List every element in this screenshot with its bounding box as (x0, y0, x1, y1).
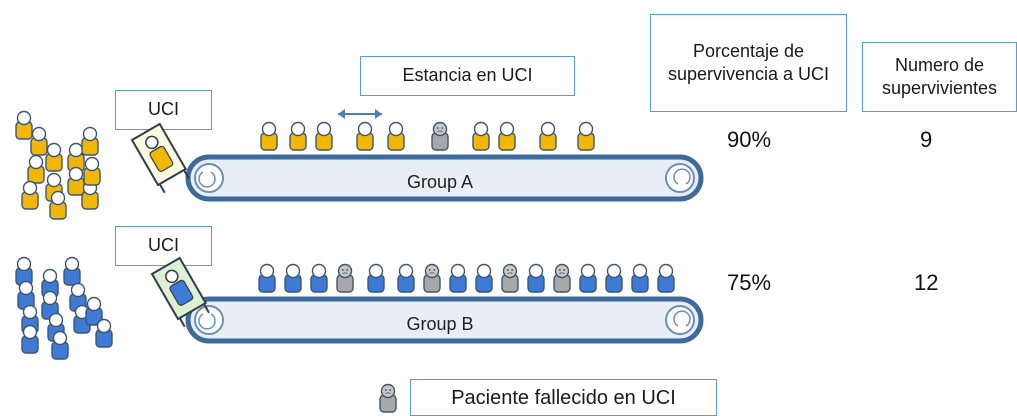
waiting-patient-b-icon (63, 256, 81, 286)
belt-b-patient-icon (527, 263, 545, 293)
waiting-patient-a-icon (27, 154, 45, 184)
waiting-patient-a-icon (45, 142, 63, 172)
belt-a-patient-icon (577, 121, 595, 151)
belt-a-patient-icon (315, 121, 333, 151)
stay-arrow (338, 109, 382, 119)
waiting-patient-a-icon (49, 190, 67, 220)
belt-b-patient-icon (553, 263, 571, 293)
icu-bed-a-icon (130, 122, 190, 194)
group-b-survivors: 12 (914, 270, 939, 295)
belt-a-patient-icon (472, 121, 490, 151)
waiting-patient-b-icon (15, 256, 33, 286)
belt-b-patient-icon (449, 263, 467, 293)
conveyor-belt-b: Group B (185, 296, 704, 344)
waiting-patient-a-icon (81, 126, 99, 156)
belt-a-patient-icon (539, 121, 557, 151)
waiting-patient-a-icon (67, 166, 85, 196)
belt-b-patient-icon (367, 263, 385, 293)
belt-b-patient-icon (258, 263, 276, 293)
group-a-percent: 90% (727, 127, 772, 152)
waiting-patient-b-icon (21, 324, 39, 354)
icu-label-b: UCI (115, 226, 212, 266)
belt-b-patient-icon (657, 263, 675, 293)
belt-a-patient-icon (356, 121, 374, 151)
belt-a-patient-icon (431, 121, 449, 151)
belt-b-patient-icon (579, 263, 597, 293)
group-b-percent: 75% (727, 270, 772, 295)
belt-a-label: Group A (407, 172, 473, 192)
belt-b-patient-icon (631, 263, 649, 293)
belt-b-patient-icon (605, 263, 623, 293)
waiting-patient-b-icon (95, 318, 113, 348)
belt-b-patient-icon (501, 263, 519, 293)
belt-b-patient-icon (423, 263, 441, 293)
waiting-patient-a-icon (21, 180, 39, 210)
belt-a-patient-icon (498, 121, 516, 151)
belt-b-patient-icon (475, 263, 493, 293)
icu-label-a: UCI (115, 90, 212, 130)
belt-b-patient-icon (336, 263, 354, 293)
belt-b-patient-icon (284, 263, 302, 293)
icu-bed-b-icon (150, 256, 210, 328)
icu-stay-label: Estancia en UCI (360, 56, 575, 96)
waiting-patient-a-icon (30, 126, 48, 156)
belt-a-patient-icon (387, 121, 405, 151)
belt-b-label: Group B (406, 314, 473, 334)
waiting-patient-b-icon (17, 280, 35, 310)
survival-header: Porcentaje de supervivencia a UCI (650, 14, 847, 112)
belt-a-patient-icon (289, 121, 307, 151)
waiting-patient-a-icon (83, 156, 101, 186)
waiting-patient-b-icon (51, 330, 69, 360)
waiting-patient-a-icon (15, 110, 33, 140)
conveyor-belt-a: Group A (185, 154, 704, 202)
legend-deceased-patient-icon (379, 383, 397, 413)
legend-label: Paciente fallecido en UCI (410, 379, 717, 416)
group-a-survivors: 9 (920, 127, 933, 152)
belt-a-patient-icon (260, 121, 278, 151)
belt-b-patient-icon (310, 263, 328, 293)
belt-b-patient-icon (397, 263, 415, 293)
